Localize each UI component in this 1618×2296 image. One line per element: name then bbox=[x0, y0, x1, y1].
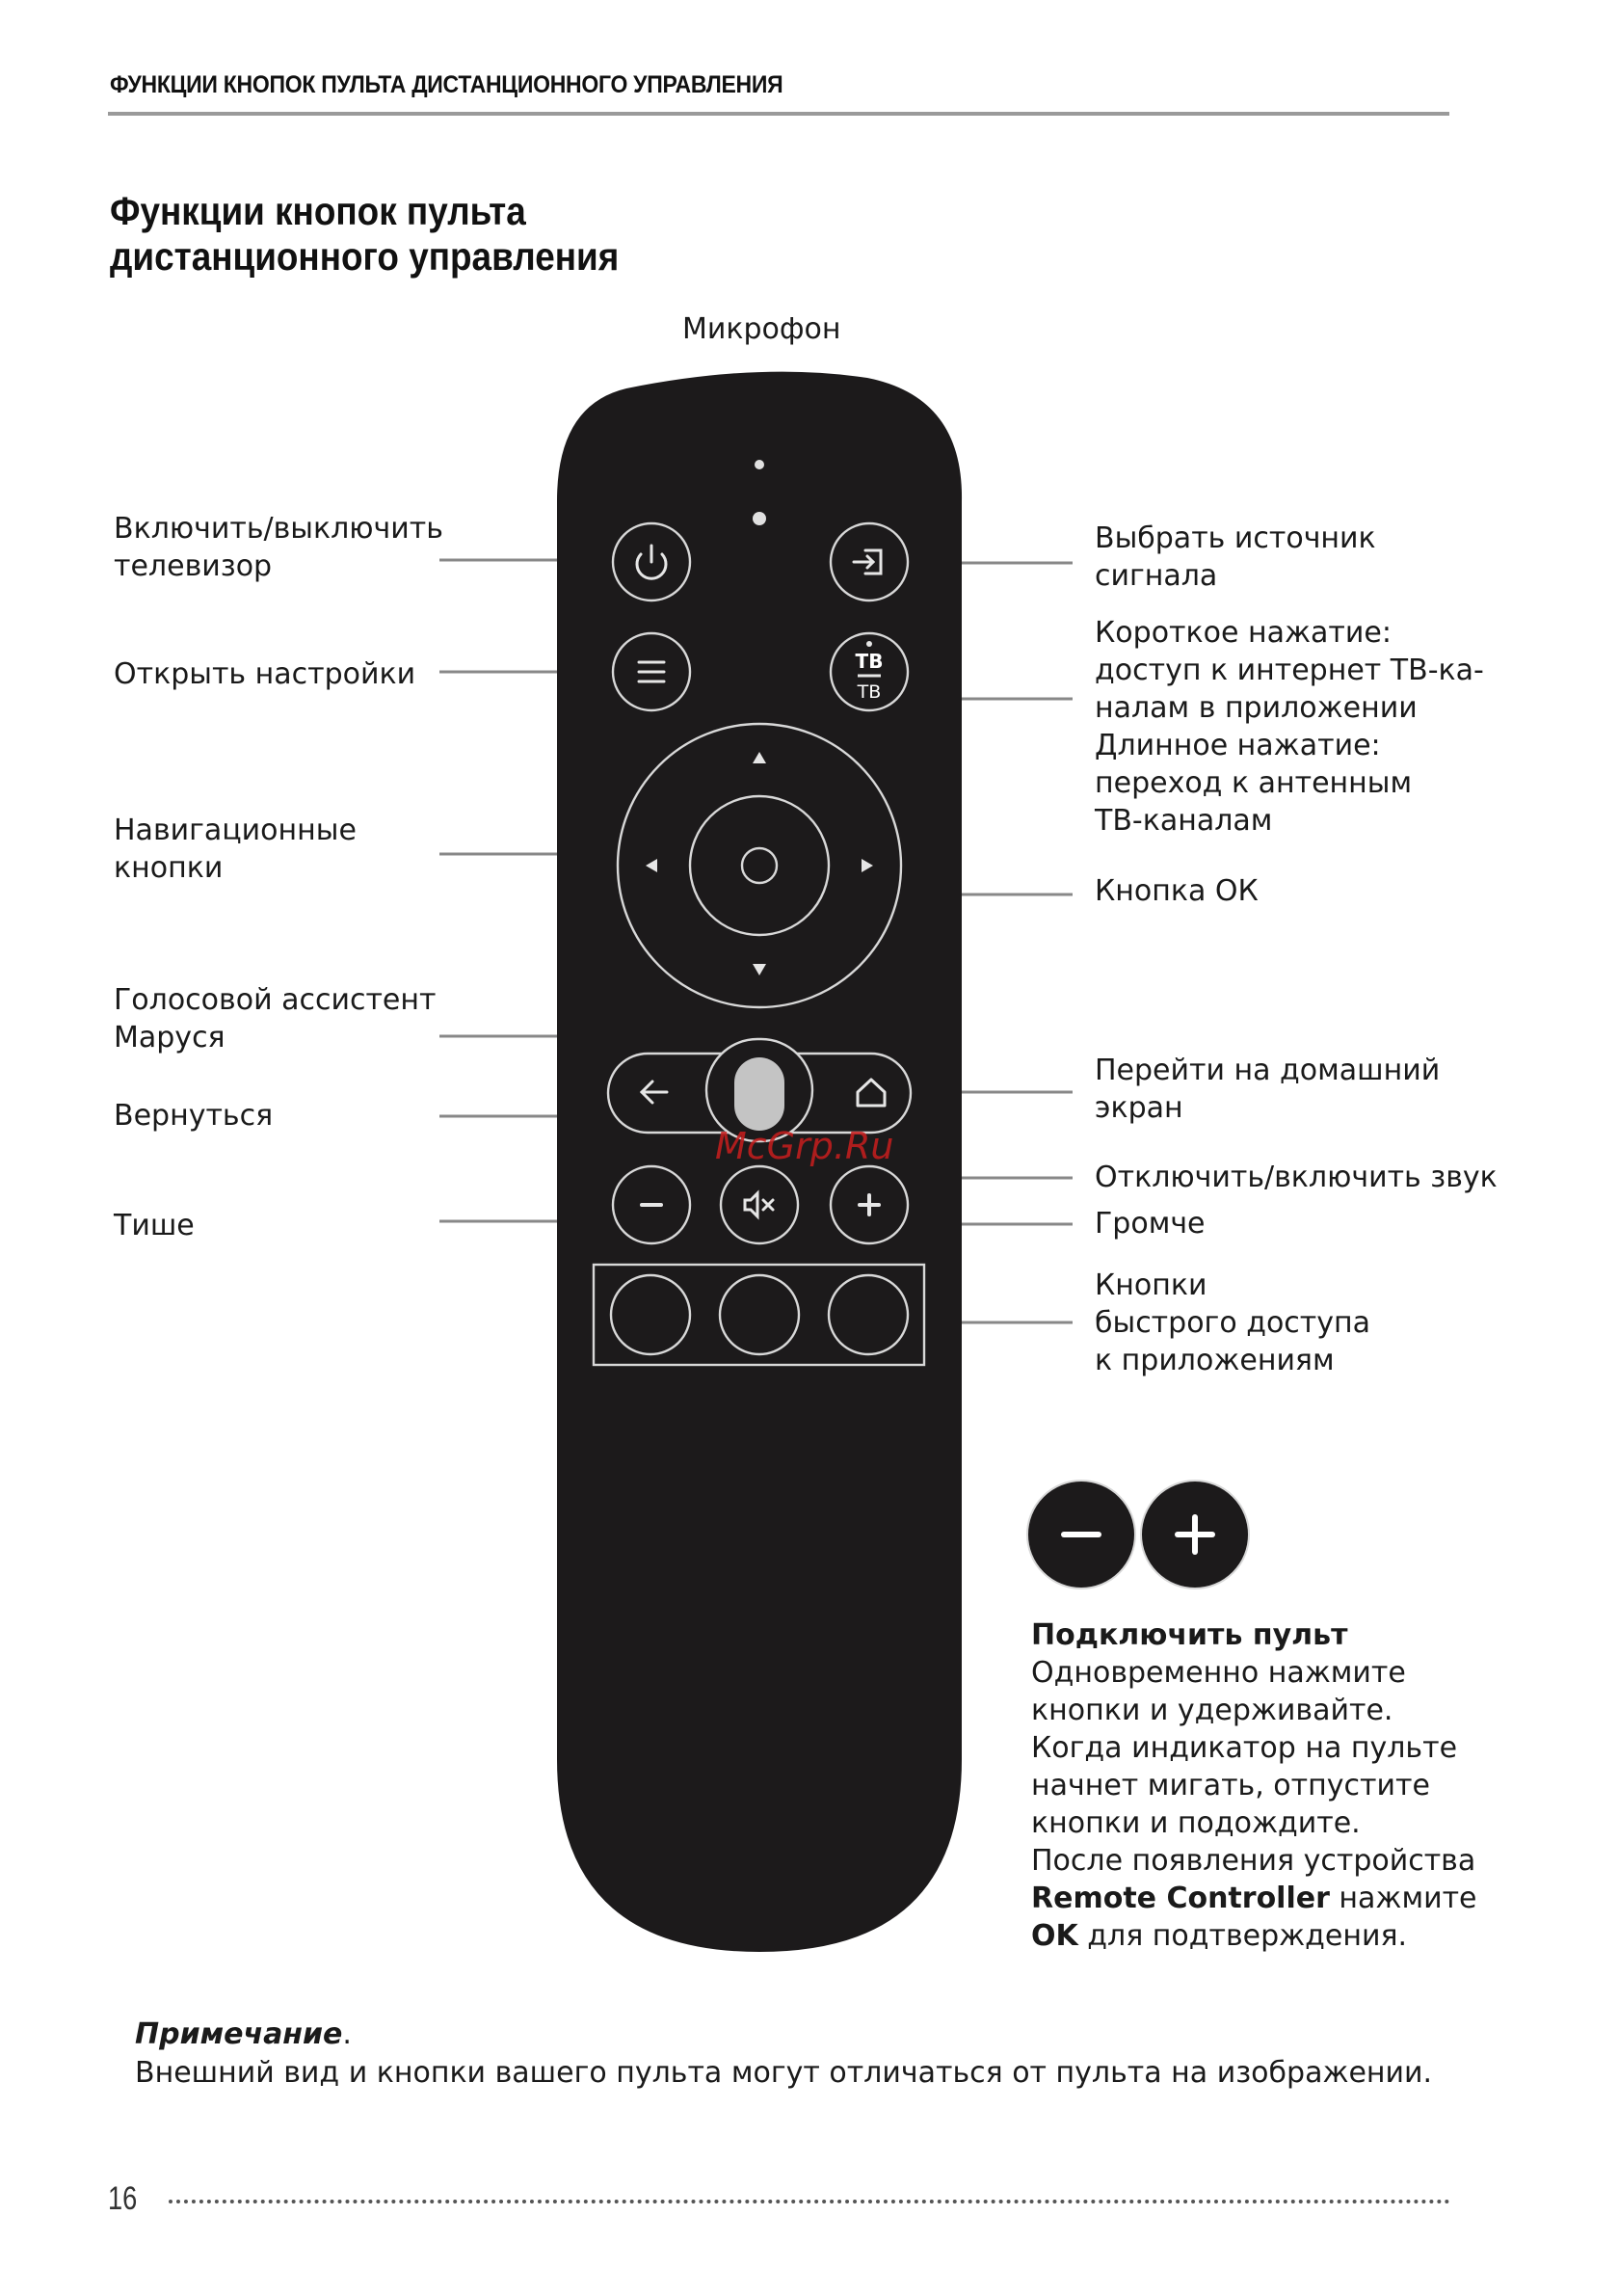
tv-button bbox=[829, 631, 910, 712]
quick-access-frame bbox=[592, 1263, 926, 1367]
dpad-arrows bbox=[646, 752, 873, 975]
source-button bbox=[829, 521, 910, 602]
label-ok-button: Кнопка ОК bbox=[1095, 874, 1259, 908]
note-block: Примечание. Внешний вид и кнопки вашего … bbox=[135, 2016, 1432, 2093]
label-tv-line: Короткое нажатие: bbox=[1095, 616, 1392, 650]
pairing-title: Подключить пульт bbox=[1031, 1618, 1348, 1652]
home-icon bbox=[856, 1078, 887, 1108]
label-navigation: Навигационные кнопки bbox=[114, 812, 357, 887]
pairing-line: OK для подтверждения. bbox=[1031, 1917, 1477, 1955]
pairing-line: После появления устройства bbox=[1031, 1844, 1476, 1878]
tv-label-text: ТВ bbox=[857, 681, 882, 703]
note-text: Внешний вид и кнопки вашего пульта могут… bbox=[135, 2056, 1433, 2090]
header-rule bbox=[108, 112, 1449, 116]
input-source-icon bbox=[852, 548, 883, 575]
arrow-left-icon bbox=[646, 859, 657, 872]
label-mute: Отключить/включить звук bbox=[1095, 1161, 1498, 1194]
label-power-line: Включить/выключить bbox=[114, 512, 443, 546]
pairing-line: начнет мигать, отпустите bbox=[1031, 1769, 1430, 1802]
pairing-line: кнопки и подождите. bbox=[1031, 1806, 1361, 1840]
quick-button-1 bbox=[609, 1273, 692, 1356]
footer-dotted-rule bbox=[169, 2200, 1450, 2203]
ok-button bbox=[688, 794, 831, 937]
label-tv-line: ТВ-каналам bbox=[1095, 804, 1273, 838]
pairing-line: Когда индикатор на пульте bbox=[1031, 1731, 1458, 1765]
pairing-line-text: нажмите bbox=[1329, 1882, 1477, 1915]
label-tv-button: Короткое нажатие: доступ к интернет ТВ-к… bbox=[1095, 614, 1484, 840]
label-home-line: Перейти на домашний bbox=[1095, 1054, 1441, 1087]
ok-word: OK bbox=[1031, 1919, 1078, 1953]
volume-down-button bbox=[611, 1164, 692, 1245]
label-tv-line: Длинное нажатие: bbox=[1095, 729, 1381, 762]
pairing-instructions: Подключить пульт Одновременно нажмите кн… bbox=[1031, 1616, 1477, 1955]
label-navigation-line: Навигационные bbox=[114, 814, 357, 847]
pairing-line: Remote Controller нажмите bbox=[1031, 1880, 1477, 1917]
label-power-line: телевизор bbox=[114, 549, 273, 583]
back-arrow-icon bbox=[639, 1080, 669, 1105]
page-number: 16 bbox=[108, 2180, 138, 2217]
label-tv-line: доступ к интернет ТВ-ка- bbox=[1095, 654, 1484, 687]
plus-icon bbox=[858, 1193, 881, 1216]
note-heading: Примечание. bbox=[135, 2016, 1432, 2054]
pairing-line-text: для подтверждения. bbox=[1077, 1919, 1408, 1953]
page-title-line-1: Функции кнопок пульта bbox=[110, 189, 526, 233]
label-voice-line: Маруся bbox=[114, 1021, 225, 1055]
quick-button-3 bbox=[827, 1273, 910, 1356]
label-settings: Открыть настройки bbox=[114, 657, 416, 691]
pair-plus-icon bbox=[1175, 1514, 1215, 1555]
label-volume-up: Громче bbox=[1095, 1207, 1206, 1241]
label-quick-line: быстрого доступа bbox=[1095, 1306, 1371, 1340]
pairing-line: кнопки и удерживайте. bbox=[1031, 1694, 1393, 1727]
arrow-up-icon bbox=[753, 752, 766, 763]
mute-button bbox=[719, 1164, 800, 1245]
page-title-line-2: дистанционного управления bbox=[110, 234, 620, 279]
label-source-line: Выбрать источник bbox=[1095, 521, 1376, 555]
ok-center-icon bbox=[740, 846, 779, 885]
quick-button-2 bbox=[718, 1273, 801, 1356]
tv-logo-text: ТВ bbox=[856, 650, 884, 673]
voice-assistant-button bbox=[734, 1057, 784, 1131]
arrow-down-icon bbox=[753, 964, 766, 975]
power-button bbox=[611, 521, 692, 602]
label-tv-line: налам в приложении bbox=[1095, 691, 1418, 725]
settings-button bbox=[611, 631, 692, 712]
label-tv-line: переход к антенным bbox=[1095, 766, 1413, 800]
led-indicator bbox=[753, 512, 766, 525]
label-voice-assistant: Голосовой ассистент Маруся bbox=[114, 981, 436, 1056]
back-home-pill bbox=[606, 1052, 913, 1135]
note-title: Примечание bbox=[135, 2017, 343, 2051]
tv-logo-dot bbox=[866, 641, 872, 647]
label-navigation-line: кнопки bbox=[114, 851, 224, 885]
label-microphone: Микрофон bbox=[682, 312, 841, 346]
label-source-line: сигнала bbox=[1095, 559, 1218, 593]
page-title: Функции кнопок пульта дистанционного упр… bbox=[110, 189, 619, 280]
mute-icon bbox=[743, 1189, 775, 1220]
watermark: McGrp.Ru bbox=[715, 1125, 894, 1167]
note-title-suffix: . bbox=[342, 2017, 352, 2051]
pairing-line: Одновременно нажмите bbox=[1031, 1656, 1406, 1690]
microphone-dot bbox=[755, 460, 764, 469]
running-header: ФУНКЦИИ КНОПОК ПУЛЬТА ДИСТАНЦИОННОГО УПР… bbox=[110, 71, 783, 98]
label-source: Выбрать источник сигнала bbox=[1095, 520, 1376, 595]
label-quick-line: Кнопки bbox=[1095, 1268, 1207, 1302]
label-home-line: экран bbox=[1095, 1091, 1183, 1125]
power-icon bbox=[635, 544, 668, 580]
label-power: Включить/выключить телевизор bbox=[114, 510, 443, 585]
arrow-right-icon bbox=[862, 859, 873, 872]
label-voice-line: Голосовой ассистент bbox=[114, 983, 437, 1017]
label-quick-access: Кнопки быстрого доступа к приложениям bbox=[1095, 1267, 1370, 1379]
label-volume-down: Тише bbox=[114, 1209, 195, 1242]
label-home: Перейти на домашний экран bbox=[1095, 1052, 1440, 1127]
pairing-buttons-illustration bbox=[1026, 1480, 1250, 1589]
menu-icon bbox=[637, 660, 666, 683]
volume-up-button bbox=[829, 1164, 910, 1245]
device-name: Remote Controller bbox=[1031, 1882, 1330, 1915]
dpad-ring bbox=[616, 722, 903, 1009]
label-quick-line: к приложениям bbox=[1095, 1344, 1335, 1377]
label-back: Вернуться bbox=[114, 1099, 274, 1133]
